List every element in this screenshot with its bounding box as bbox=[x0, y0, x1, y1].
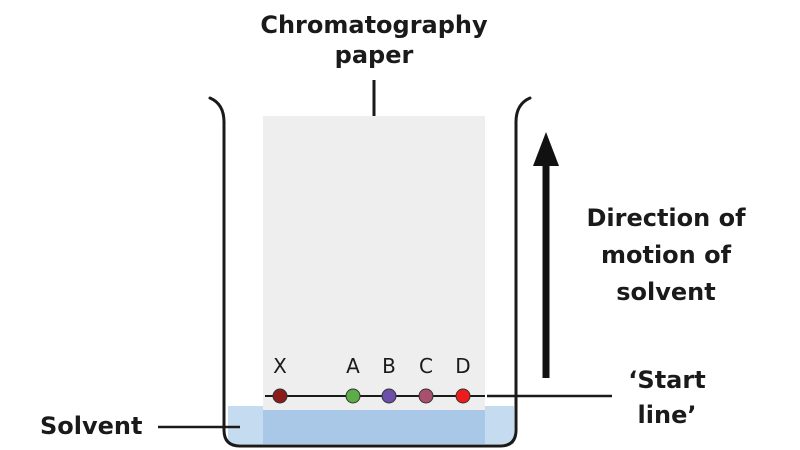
direction-label: Direction of motion of solvent bbox=[566, 200, 766, 311]
spot-label-b: B bbox=[382, 354, 396, 378]
start-line-label: ‘Start line’ bbox=[612, 363, 722, 433]
paper-label-line1: Chromatography bbox=[260, 11, 488, 39]
direction-label-line3: solvent bbox=[616, 278, 716, 306]
start-line-label-line2: line’ bbox=[637, 401, 697, 429]
direction-arrow-head bbox=[533, 132, 559, 166]
spot-c bbox=[418, 388, 434, 404]
beaker bbox=[208, 96, 532, 448]
spot-d bbox=[455, 388, 471, 404]
spot-x bbox=[272, 388, 288, 404]
spot-label-a: A bbox=[346, 354, 360, 378]
start-line-label-line1: ‘Start bbox=[628, 366, 706, 394]
spot-label-x: X bbox=[273, 354, 287, 378]
spot-a bbox=[345, 388, 361, 404]
chromatography-paper bbox=[263, 116, 485, 444]
spot-label-d: D bbox=[455, 354, 471, 378]
solvent-on-paper bbox=[263, 410, 485, 444]
paper-label-line2: paper bbox=[334, 41, 414, 69]
spot-b bbox=[381, 388, 397, 404]
solvent-label: Solvent bbox=[40, 412, 143, 440]
spot-label-c: C bbox=[419, 354, 433, 378]
direction-label-line1: Direction of bbox=[586, 204, 746, 232]
paper-label: Chromatography paper bbox=[234, 10, 514, 70]
direction-label-line2: motion of bbox=[600, 241, 732, 269]
